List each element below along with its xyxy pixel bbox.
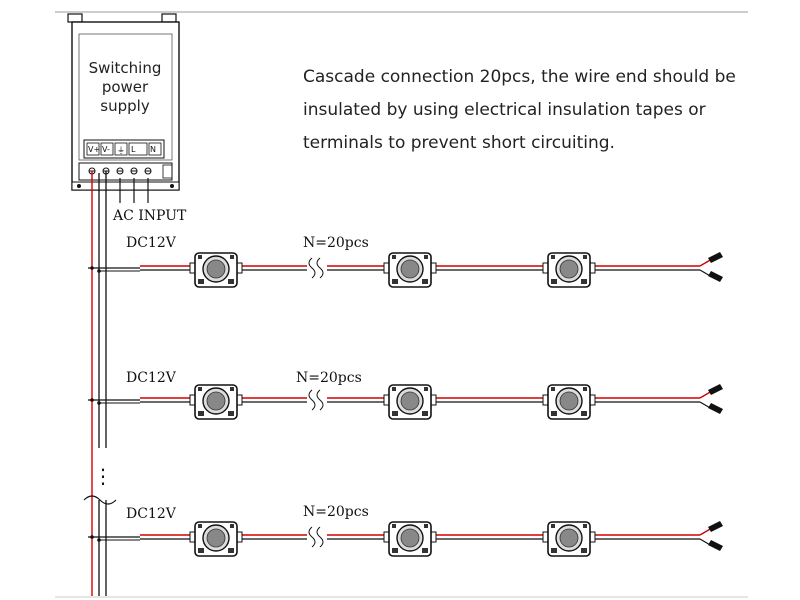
break-symbol-icon bbox=[308, 389, 316, 411]
row-1-voltage: DC12V bbox=[126, 235, 177, 251]
power-supply-icon: Switching power supply V+ V- ⏚ L N bbox=[67, 13, 180, 191]
led-module-icon bbox=[383, 384, 437, 420]
note-line-3: terminals to prevent short circuiting. bbox=[303, 133, 615, 153]
note-line-1: Cascade connection 20pcs, the wire end s… bbox=[303, 67, 736, 87]
led-module-icon bbox=[542, 252, 596, 288]
junction-dot bbox=[90, 535, 94, 539]
led-module-icon bbox=[542, 521, 596, 557]
terminal-screws bbox=[88, 167, 152, 175]
ac-input-label: AC INPUT bbox=[112, 208, 187, 224]
terminal-v-plus: V+ bbox=[88, 145, 100, 154]
terminal-n: N bbox=[150, 145, 156, 154]
module-rows bbox=[88, 252, 723, 557]
break-symbol-icon bbox=[316, 257, 324, 279]
row-3-voltage: DC12V bbox=[126, 506, 177, 522]
row-2-count: N=20pcs bbox=[296, 370, 362, 386]
led-row bbox=[88, 521, 723, 557]
led-row bbox=[88, 252, 723, 288]
psu-title-line-3: supply bbox=[100, 97, 150, 115]
ac-input-wires bbox=[119, 178, 149, 203]
wire-connector-icon bbox=[699, 521, 723, 551]
row-2-voltage: DC12V bbox=[126, 370, 177, 386]
row-1-count: N=20pcs bbox=[303, 235, 369, 251]
led-module-icon bbox=[189, 252, 243, 288]
led-module-icon bbox=[383, 521, 437, 557]
led-row bbox=[88, 384, 723, 420]
wire-connector-icon bbox=[699, 384, 723, 414]
bus-break-icon bbox=[83, 495, 117, 505]
led-module-icon bbox=[542, 384, 596, 420]
led-module-icon bbox=[189, 384, 243, 420]
led-module-icon bbox=[383, 252, 437, 288]
psu-title-line-1: Switching bbox=[89, 59, 162, 77]
break-symbol-icon bbox=[316, 389, 324, 411]
junction-dot bbox=[90, 266, 94, 270]
row-3-count: N=20pcs bbox=[303, 504, 369, 520]
terminal-l: L bbox=[131, 145, 136, 154]
dc-bus bbox=[83, 171, 117, 596]
terminal-ground-icon: ⏚ bbox=[117, 146, 125, 155]
junction-dot bbox=[90, 398, 94, 402]
terminal-v-minus: V- bbox=[102, 145, 110, 154]
psu-title-line-2: power bbox=[102, 78, 149, 96]
break-symbol-icon bbox=[308, 257, 316, 279]
note-line-2: insulated by using electrical insulation… bbox=[303, 100, 706, 120]
wire-connector-icon bbox=[699, 252, 723, 282]
led-module-icon bbox=[189, 521, 243, 557]
break-symbol-icon bbox=[308, 526, 316, 548]
bus-ellipsis: ⋮ bbox=[93, 464, 113, 488]
break-symbol-icon bbox=[316, 526, 324, 548]
